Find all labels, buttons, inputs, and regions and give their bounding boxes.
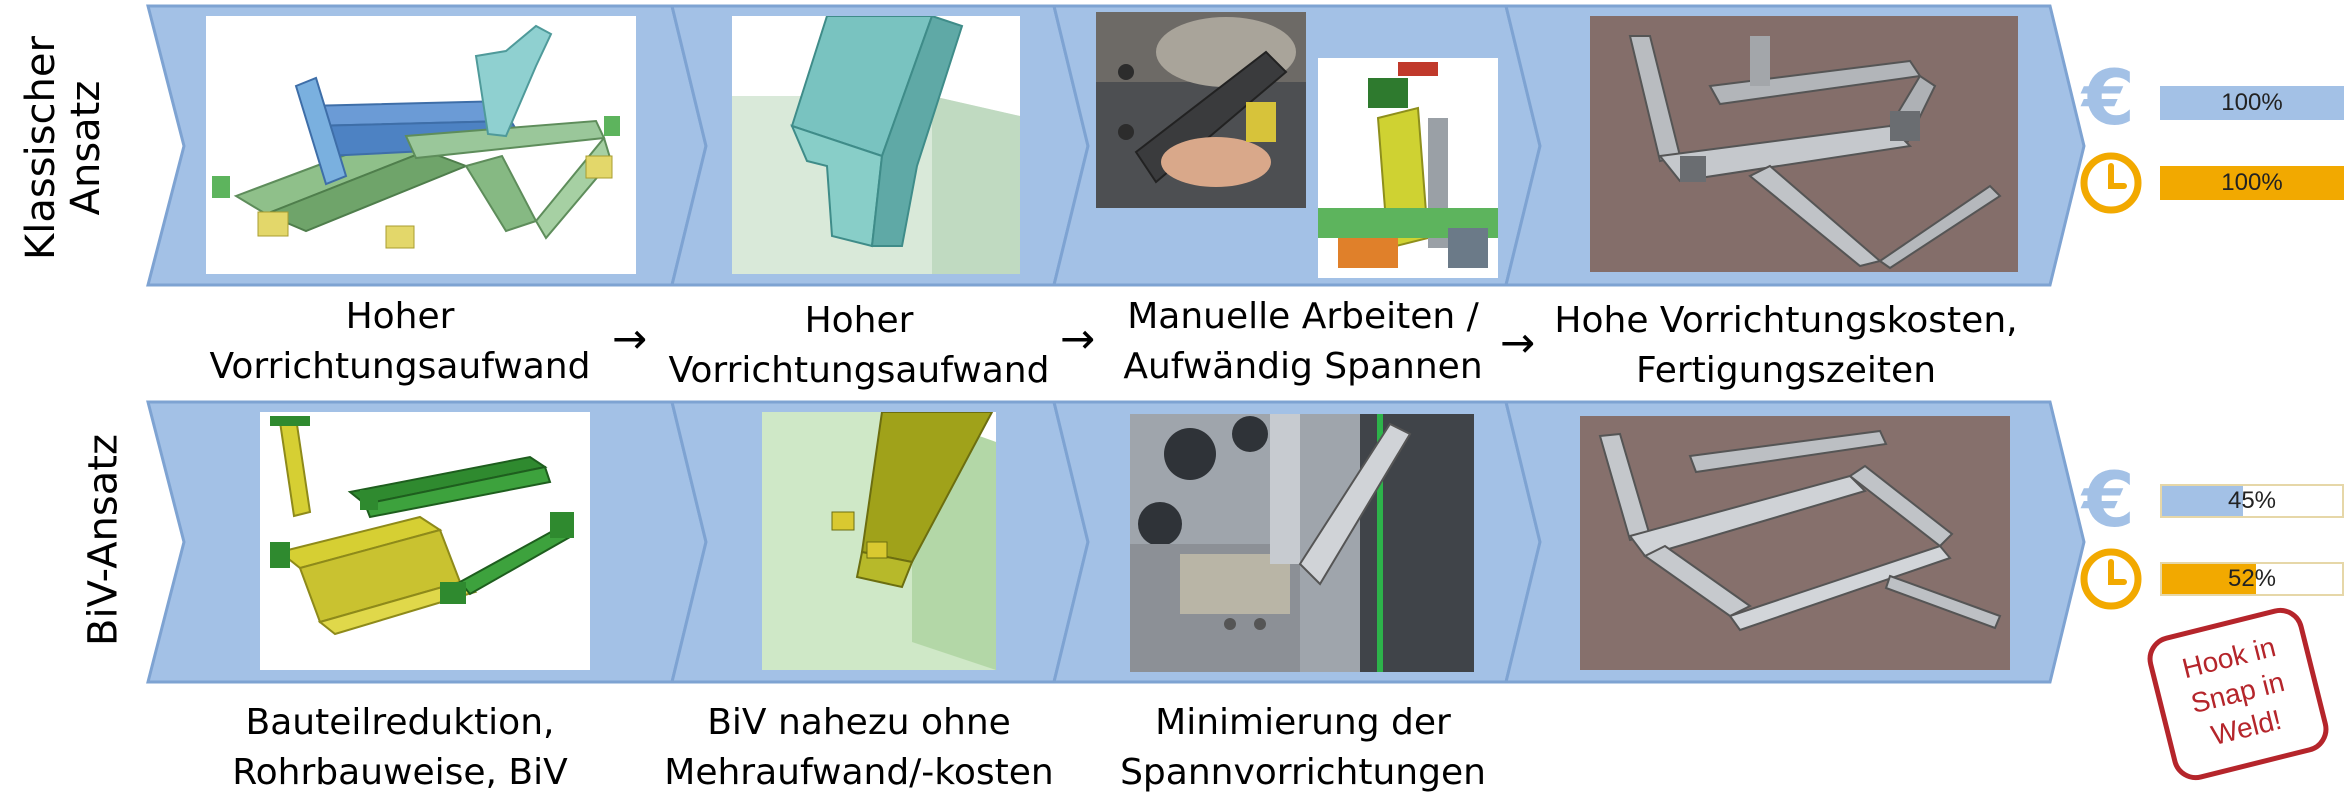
caption-row1-step2: Hoher Vorrichtungsaufwand — [664, 296, 1054, 396]
caption-row1-step1-line2: Vorrichtungsaufwand — [209, 346, 591, 387]
time-bar-classic-fill — [2162, 168, 2342, 198]
caption-row1-step4: Hohe Vorrichtungskosten, Fertigungszeite… — [1548, 296, 2024, 396]
tube-joint-biv-image — [762, 412, 996, 670]
cost-bar-biv: 45% — [2160, 484, 2344, 518]
caption-row1-step4-line2: Fertigungszeiten — [1635, 350, 1937, 391]
caption-row1-step2-line2: Vorrichtungsaufwand — [668, 350, 1050, 391]
welded-frame-classic-photo — [1590, 16, 2018, 272]
caption-row2-step3-line1: Minimierung der — [1155, 702, 1451, 743]
caption-row2-step3-line2: Spannvorrichtungen — [1120, 752, 1486, 793]
caption-row1-step3-line2: Aufwändig Spannen — [1123, 346, 1483, 387]
tube-joint-classic-image — [732, 16, 1020, 274]
time-bar-biv-fill — [2162, 564, 2256, 594]
cost-bar-classic-fill — [2162, 88, 2342, 118]
caption-row1-step4-line1: Hohe Vorrichtungskosten, — [1554, 300, 2018, 341]
caption-row2-step2: BiV nahezu ohne Mehraufwand/-kosten — [664, 698, 1054, 798]
caption-row2-step1: Bauteilreduktion, Rohrbauweise, BiV — [200, 698, 600, 798]
cost-bar-biv-label: 45% — [2227, 487, 2277, 514]
euro-icon: € — [2082, 455, 2135, 544]
caption-row2-step2-line2: Mehraufwand/-kosten — [664, 752, 1054, 793]
cost-bar-classic: 100% — [2160, 86, 2344, 120]
caption-row1-step2-line1: Hoher — [804, 300, 914, 341]
caption-row2-step3: Minimierung der Spannvorrichtungen — [1108, 698, 1498, 798]
cost-bar-biv-fill — [2162, 486, 2243, 516]
clamping-fixture-cad-image — [1318, 58, 1498, 278]
caption-row1-step3: Manuelle Arbeiten / Aufwändig Spannen — [1108, 292, 1498, 392]
arrow-right-icon: → — [1060, 314, 1096, 363]
arrow-right-icon: → — [612, 314, 648, 363]
row-label-biv: BiV-Ansatz — [80, 434, 127, 646]
row-label-classic-line2: Ansatz — [63, 80, 109, 216]
cost-bar-classic-label: 100% — [2221, 89, 2283, 116]
welded-frame-biv-photo — [1580, 416, 2010, 670]
time-bar-classic-label: 100% — [2221, 169, 2283, 196]
clock-icon — [2080, 548, 2142, 610]
cad-frame-biv-image — [260, 412, 590, 670]
caption-row1-step1-line1: Hoher — [345, 296, 455, 337]
cad-frame-classic-image — [206, 16, 636, 274]
time-bar-biv: 52% — [2160, 562, 2344, 596]
caption-row1-step3-line1: Manuelle Arbeiten / — [1127, 296, 1479, 337]
welding-tool-photo — [1130, 414, 1474, 672]
manual-work-photo — [1096, 12, 1306, 208]
row-label-biv-line1: BiV-Ansatz — [80, 434, 127, 646]
row-label-classic-line1: Klassischer — [18, 36, 65, 260]
time-bar-classic: 100% — [2160, 166, 2344, 200]
row-label-classic: Klassischer Ansatz — [18, 36, 109, 260]
caption-row2-step1-line2: Rohrbauweise, BiV — [232, 752, 568, 793]
caption-row2-step2-line1: BiV nahezu ohne — [707, 702, 1011, 743]
arrow-right-icon: → — [1500, 318, 1536, 367]
time-bar-biv-label: 52% — [2227, 565, 2277, 592]
euro-icon: € — [2082, 53, 2135, 142]
caption-row1-step1: Hoher Vorrichtungsaufwand — [200, 292, 600, 392]
clock-icon — [2080, 152, 2142, 214]
caption-row2-step1-line1: Bauteilreduktion, — [245, 702, 555, 743]
